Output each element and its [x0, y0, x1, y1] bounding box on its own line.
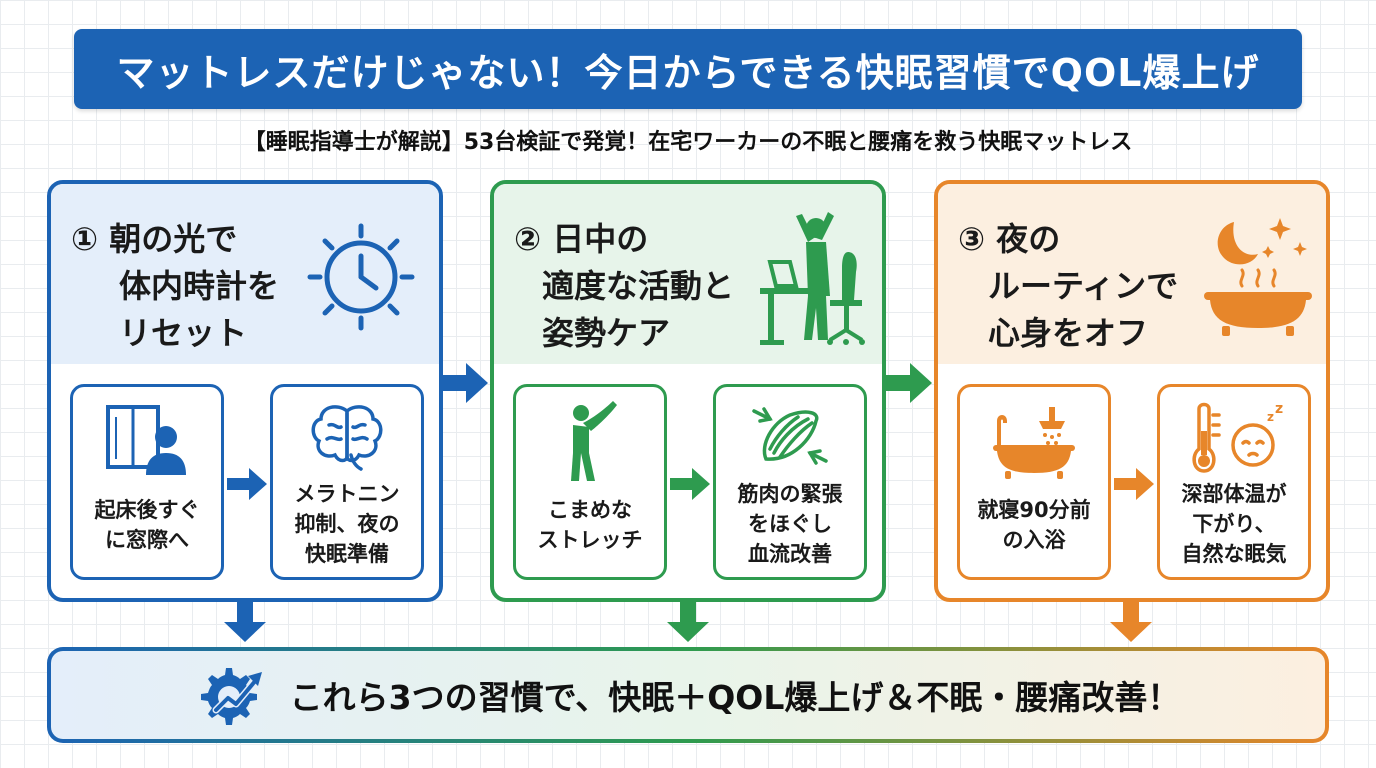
- panel-night-title: ③ 夜の ルーティンで 心身をオフ: [958, 216, 1178, 357]
- card-stretch-text: こまめな ストレッチ: [516, 495, 664, 555]
- card-body-temp: z z 深部体温が 下がり、 自然な眠気: [1157, 384, 1311, 580]
- panel-morning: ① 朝の光で 体内時計を リセット 起床後すぐ に窓際へ: [47, 180, 443, 602]
- panel-night-title-line: ③ 夜の: [958, 220, 1061, 258]
- card-melatonin: メラトニン 抑制、夜の 快眠準備: [270, 384, 424, 580]
- card-bath: 就寝90分前 の入浴: [957, 384, 1111, 580]
- panel-daytime-title-line: 適度な活動と: [542, 267, 735, 305]
- panel-daytime-title: ② 日中の 適度な活動と 姿勢ケア: [514, 216, 734, 357]
- card-text-line: 下がり、: [1192, 512, 1276, 536]
- card-text-line: 血流改善: [748, 542, 832, 566]
- gear-growth-icon: [200, 668, 262, 725]
- muscle-icon: [752, 407, 828, 465]
- svg-text:z: z: [1267, 410, 1274, 424]
- brain-icon: [311, 405, 383, 471]
- subtitle: 【睡眠指導士が解説】53台検証で発覚！在宅ワーカーの不眠と腰痛を救う快眠マットレ…: [243, 130, 1133, 155]
- card-bath-text: 就寝90分前 の入浴: [960, 495, 1108, 555]
- panel-morning-title-line: ① 朝の光で: [71, 220, 238, 258]
- card-muscle-text: 筋肉の緊張 をほぐし 血流改善: [716, 479, 864, 569]
- thermometer-sleep-icon: z z: [1192, 401, 1283, 473]
- card-text-line: 就寝90分前: [977, 498, 1091, 522]
- summary-text: これら3つの習慣で、快眠＋QOL爆上げ＆不眠・腰痛改善！: [289, 678, 1181, 717]
- panel-night-title-line: ルーティンで: [988, 267, 1179, 305]
- card-text-line: 抑制、夜の: [294, 512, 400, 536]
- panel-morning-title: ① 朝の光で 体内時計を リセット: [71, 216, 279, 357]
- card-text-line: 起床後すぐ: [94, 498, 200, 522]
- panel-night: ③ 夜の ルーティンで 心身をオフ: [934, 180, 1330, 602]
- card-text-line: 深部体温が: [1181, 482, 1287, 506]
- shower-bath-icon: [993, 407, 1075, 479]
- card-muscle: 筋肉の緊張 をほぐし 血流改善: [713, 384, 867, 580]
- panel-morning-title-line: リセット: [119, 314, 248, 352]
- card-window-text: 起床後すぐ に窓際へ: [73, 495, 221, 555]
- arrow-down-icon: [1110, 602, 1152, 642]
- card-text-line: 自然な眠気: [1181, 542, 1287, 566]
- card-melatonin-text: メラトニン 抑制、夜の 快眠準備: [273, 479, 421, 569]
- card-text-line: 筋肉の緊張: [737, 482, 843, 506]
- arrow-right-icon: [670, 468, 710, 500]
- stretching-person-icon: [571, 401, 617, 481]
- card-stretch: こまめな ストレッチ: [513, 384, 667, 580]
- panel-morning-title-line: 体内時計を: [119, 267, 280, 305]
- window-person-icon: [106, 405, 186, 475]
- card-text-line: メラトニン: [294, 482, 400, 506]
- arrow-right-icon: [1114, 468, 1154, 500]
- card-text-line: こまめな: [548, 498, 632, 522]
- card-text-line: 快眠準備: [305, 542, 389, 566]
- arrow-down-icon: [667, 602, 709, 642]
- arrow-right-icon: [440, 363, 488, 403]
- page-title: マットレスだけじゃない！今日からできる快眠習慣でQOL爆上げ: [116, 50, 1260, 95]
- card-text-line: をほぐし: [748, 512, 832, 536]
- desk-stretch-icon: [760, 212, 865, 345]
- title-banner: マットレスだけじゃない！今日からできる快眠習慣でQOL爆上げ: [74, 29, 1302, 109]
- summary-banner: これら3つの習慣で、快眠＋QOL爆上げ＆不眠・腰痛改善！: [47, 647, 1329, 743]
- arrow-right-icon: [884, 363, 932, 403]
- card-window: 起床後すぐ に窓際へ: [70, 384, 224, 580]
- svg-text:z: z: [1275, 401, 1283, 417]
- moon-bath-icon: [1204, 218, 1312, 336]
- panel-daytime-title-line: 姿勢ケア: [542, 314, 671, 352]
- arrow-down-icon: [224, 602, 266, 642]
- card-body-temp-text: 深部体温が 下がり、 自然な眠気: [1160, 479, 1308, 569]
- panel-night-title-line: 心身をオフ: [988, 314, 1149, 352]
- panel-daytime: ② 日中の 適度な活動と 姿勢ケア: [490, 180, 886, 602]
- arrow-right-icon: [227, 468, 267, 500]
- card-text-line: の入浴: [1002, 528, 1066, 552]
- card-text-line: に窓際へ: [105, 528, 189, 552]
- sun-clock-icon: [307, 223, 415, 331]
- panel-daytime-title-line: ② 日中の: [514, 220, 649, 258]
- card-text-line: ストレッチ: [537, 528, 643, 552]
